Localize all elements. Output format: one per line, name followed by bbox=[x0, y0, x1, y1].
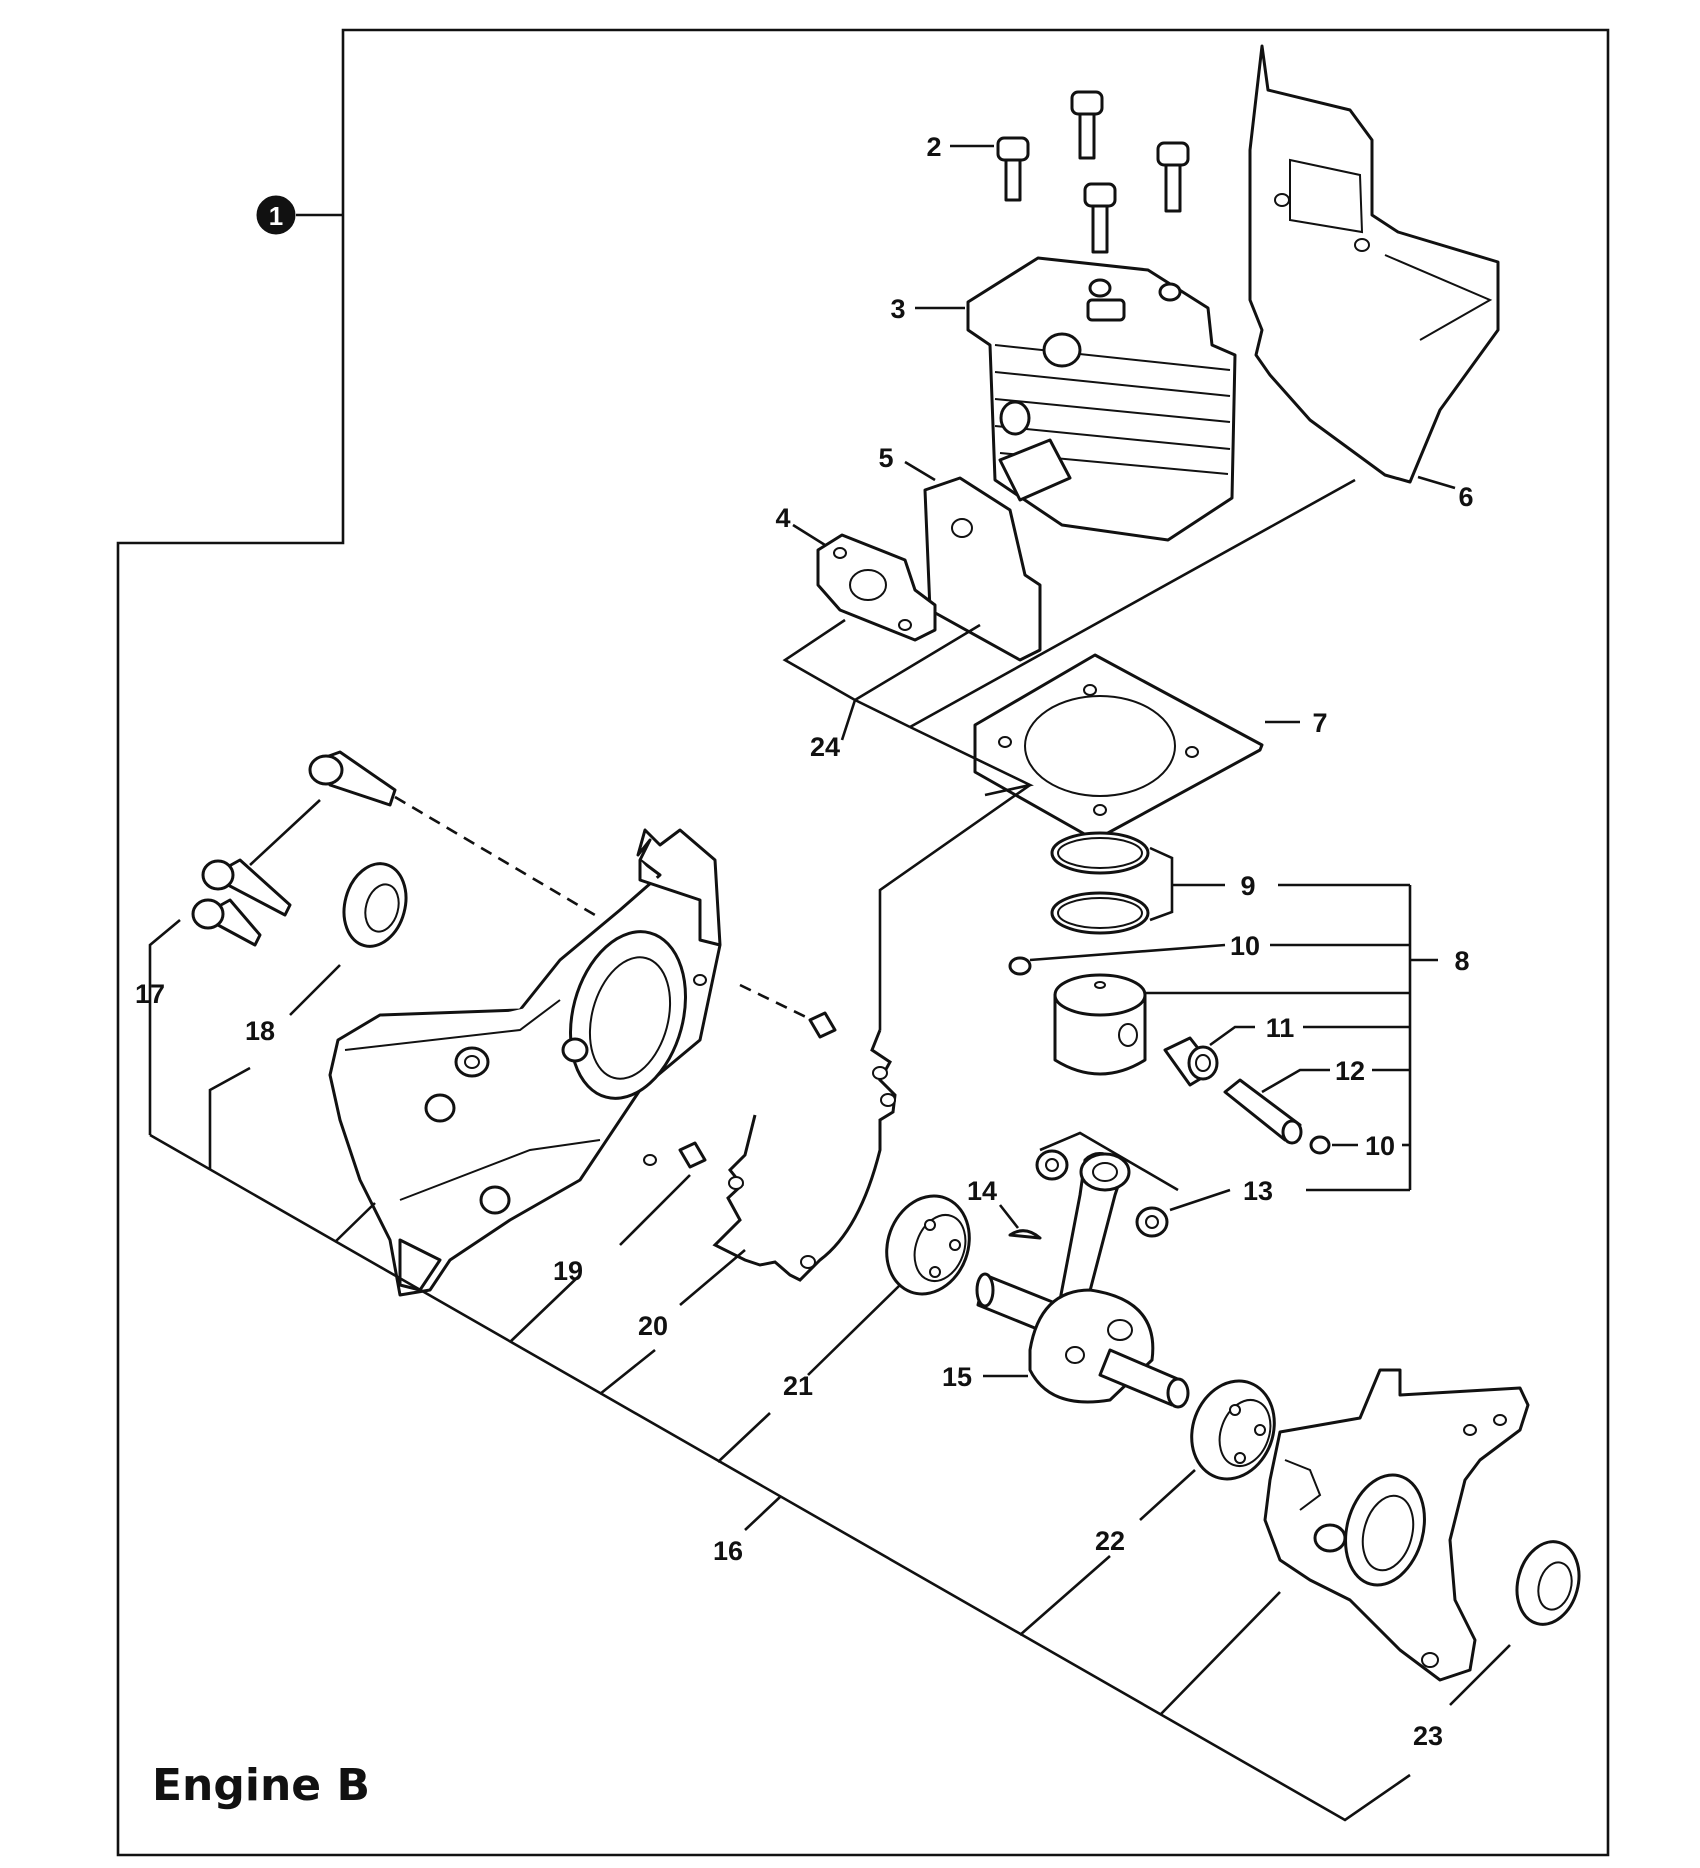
diagram-title: Engine B bbox=[152, 1760, 370, 1811]
piston-pin-clip bbox=[1008, 956, 1032, 976]
callout-4: 4 bbox=[775, 503, 790, 533]
callout-19: 19 bbox=[553, 1256, 583, 1286]
ball-bearing-right bbox=[1190, 1379, 1276, 1481]
piston-kit-bracket bbox=[1270, 883, 1438, 1192]
needle-bearing bbox=[1163, 1036, 1219, 1087]
insulator bbox=[816, 533, 937, 642]
callout-16: 16 bbox=[713, 1536, 743, 1566]
cylinder-screw bbox=[996, 90, 1190, 254]
thrust-washers bbox=[1035, 1149, 1169, 1238]
callout-21: 21 bbox=[783, 1371, 813, 1401]
piston-rings bbox=[1050, 831, 1150, 935]
callout-6: 6 bbox=[1458, 482, 1473, 512]
callout-15: 15 bbox=[942, 1362, 972, 1392]
dowel-pin bbox=[678, 983, 837, 1169]
callout-3: 3 bbox=[890, 294, 905, 324]
diagram-frame bbox=[116, 28, 1610, 1857]
callout-20: 20 bbox=[638, 1311, 668, 1341]
gasket-set-leaders bbox=[782, 478, 1356, 1030]
callout-18: 18 bbox=[245, 1016, 275, 1046]
crankshaft bbox=[975, 1152, 1190, 1409]
callout-10-upper: 10 bbox=[1230, 931, 1260, 961]
callout-13: 13 bbox=[1243, 1176, 1273, 1206]
crankcase-gasket bbox=[712, 1029, 897, 1282]
callout-7: 7 bbox=[1312, 708, 1327, 738]
woodruff-key bbox=[1008, 1229, 1042, 1240]
ball-bearing-left bbox=[885, 1194, 971, 1296]
cylinder bbox=[966, 256, 1237, 542]
callout-2: 2 bbox=[926, 132, 941, 162]
crankcase-bolts bbox=[191, 750, 397, 947]
cylinder-gasket bbox=[973, 653, 1264, 842]
callout-10-lower: 10 bbox=[1365, 1131, 1395, 1161]
callout-17: 17 bbox=[135, 979, 165, 1009]
oil-seal-left bbox=[342, 862, 408, 948]
assembly-marker: 1 bbox=[256, 195, 343, 235]
cylinder-shroud bbox=[1248, 44, 1500, 484]
assembly-marker-number: 1 bbox=[269, 201, 283, 231]
crankcase-assembly-leaders bbox=[149, 1133, 1411, 1822]
crankcase-right bbox=[1263, 1368, 1530, 1682]
callout-11: 11 bbox=[1266, 1013, 1295, 1043]
crankcase-left bbox=[328, 828, 722, 1297]
insulator-gasket bbox=[923, 476, 1042, 662]
callout-22: 22 bbox=[1095, 1526, 1125, 1556]
callout-8: 8 bbox=[1454, 946, 1469, 976]
callout-5: 5 bbox=[878, 443, 893, 473]
piston-pin bbox=[1223, 1078, 1303, 1145]
callout-12: 12 bbox=[1335, 1056, 1365, 1086]
oil-seal-right bbox=[1515, 1540, 1581, 1626]
callout-24: 24 bbox=[810, 732, 840, 762]
callout-23: 23 bbox=[1413, 1721, 1443, 1751]
piston-pin-clip-lower bbox=[1309, 1135, 1331, 1155]
callout-9: 9 bbox=[1240, 871, 1255, 901]
callout-14: 14 bbox=[967, 1176, 997, 1206]
piston bbox=[1053, 973, 1147, 1076]
